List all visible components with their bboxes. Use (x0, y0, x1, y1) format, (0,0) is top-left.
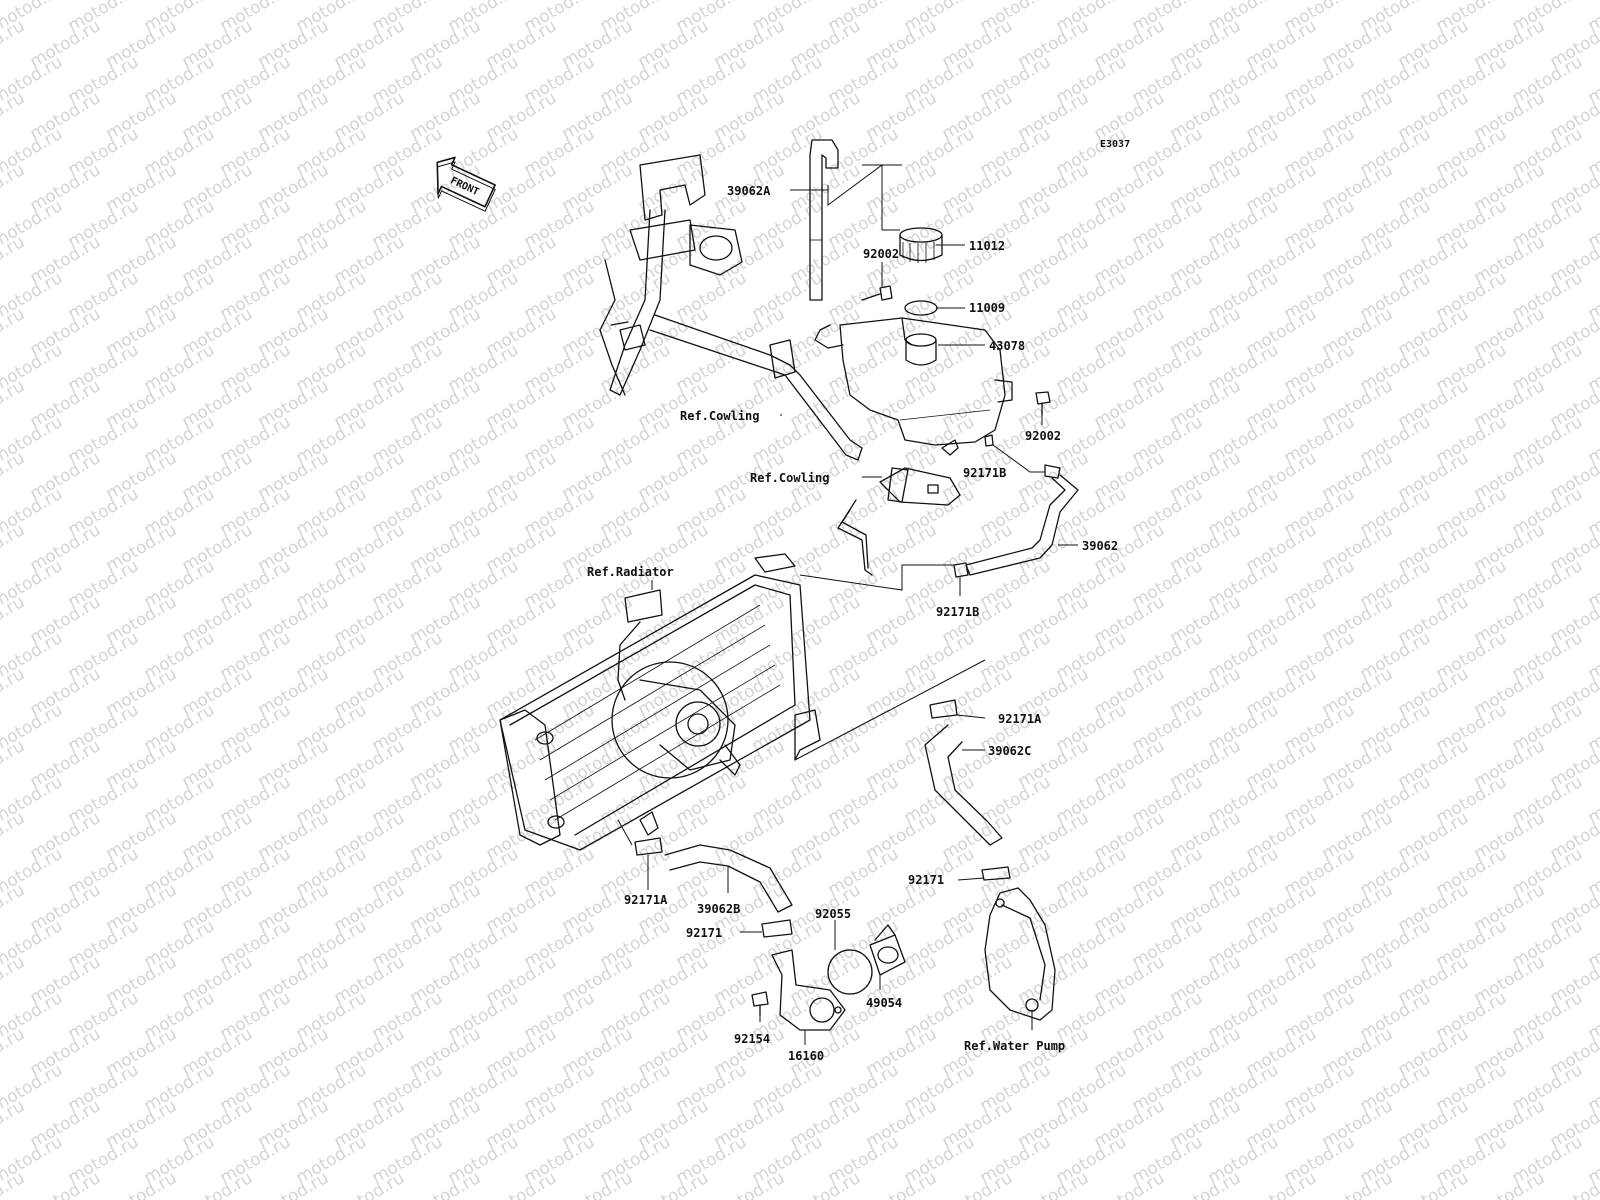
front-arrow-icon: FRONT (436, 156, 496, 212)
label-11009: 11009 (969, 301, 1005, 315)
label-92002-top: 92002 (863, 247, 899, 261)
clamp-92171B-upper (1044, 464, 1061, 479)
label-92171A-left: 92171A (624, 893, 668, 907)
bolt-92002-right (1035, 391, 1051, 416)
hose-39062 (965, 474, 1079, 576)
clamp-92171A-left (634, 837, 663, 856)
radiator (499, 553, 821, 851)
clamp-92171-left (761, 919, 793, 938)
clamp-92171-right (981, 866, 1011, 881)
hose-39062A (809, 139, 839, 301)
clamp-92171A-right (929, 699, 958, 719)
cowling-bracket (599, 154, 863, 461)
label-92171B-upper: 92171B (963, 466, 1006, 480)
oring-92055 (827, 949, 873, 995)
label-92154: 92154 (734, 1032, 770, 1046)
cowling-bracket-2 (837, 467, 961, 576)
water-pump (984, 887, 1056, 1021)
diagram-code: E3037 (1100, 139, 1130, 150)
label-16160: 16160 (788, 1049, 824, 1063)
label-43078: 43078 (989, 339, 1025, 353)
bolt-92154 (751, 991, 769, 1016)
label-92171B-lower: 92171B (936, 605, 979, 619)
label-ref-cowling-1: Ref.Cowling (680, 409, 759, 423)
bolt-92002-top (861, 285, 893, 301)
label-ref-water-pump: Ref.Water Pump (964, 1039, 1065, 1053)
label-39062A: 39062A (727, 184, 771, 198)
fitting-92171B (984, 434, 994, 447)
hose-39062C (924, 724, 1003, 846)
label-39062: 39062 (1082, 539, 1118, 553)
label-ref-cowling-2: Ref.Cowling (750, 471, 829, 485)
label-92171A-right: 92171A (998, 712, 1042, 726)
label-39062C: 39062C (988, 744, 1031, 758)
leader-lines (617, 164, 1078, 1045)
oring-11009 (904, 300, 938, 316)
label-92002-right: 92002 (1025, 429, 1061, 443)
label-92171-right: 92171 (908, 873, 944, 887)
filler-neck (905, 333, 937, 366)
label-49054: 49054 (866, 996, 902, 1010)
label-ref-radiator: Ref.Radiator (587, 565, 674, 579)
filler-cap-11012 (899, 227, 943, 263)
thermostat-49054 (869, 924, 906, 976)
label-11012: 11012 (969, 239, 1005, 253)
thermostat-housing-16160 (771, 949, 846, 1031)
label-39062B: 39062B (697, 902, 740, 916)
label-92055: 92055 (815, 907, 851, 921)
clamp-92171B-lower (953, 562, 969, 578)
hose-39062B (664, 844, 793, 913)
reservoir-tank-43078 (814, 317, 1013, 456)
front-arrow-label: FRONT (449, 175, 481, 198)
label-92171-left: 92171 (686, 926, 722, 940)
